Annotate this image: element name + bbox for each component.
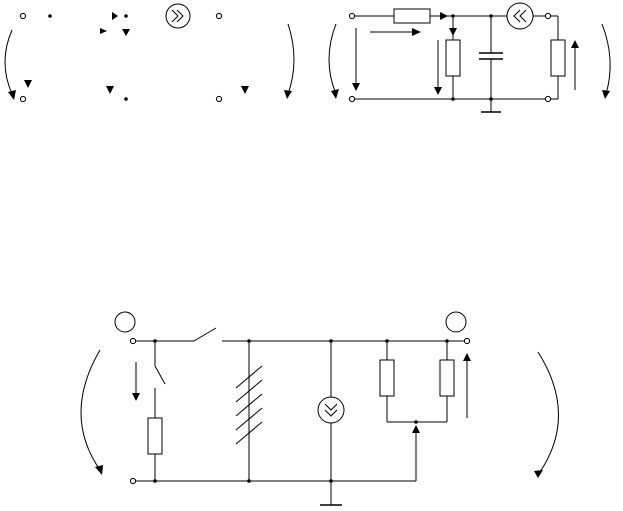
double-chevron-left-icon [513,9,527,23]
terminal-left-bottom [129,477,137,485]
arrowhead [132,393,140,401]
node-dot [247,479,251,483]
arrowhead-small [241,86,249,94]
arrowhead-small [100,28,107,34]
arrowhead [8,90,16,100]
terminal-input-bottom [348,95,356,103]
switch-branch [154,365,166,385]
terminal-bottom-left-b [215,95,223,103]
node-dot [414,420,418,424]
panel-top-left [4,3,295,103]
port-marker-left [114,311,136,333]
arrowhead [412,28,421,36]
arrowhead [602,90,610,99]
voltage-arc-left [328,23,337,95]
node-dot [451,97,455,101]
node-dot [153,479,157,483]
resistor-load [550,39,566,77]
arrowhead [352,83,360,91]
resistor-branch [147,417,163,455]
arrowhead [440,12,448,20]
terminal-right-top [463,337,471,345]
terminal-output-top [544,12,552,20]
terminal-left-top [129,337,137,345]
terminal-output-bottom [544,95,552,103]
node-dot [124,14,128,18]
arrowhead [95,465,103,475]
panel-top-right [328,2,611,113]
panel-bottom [80,311,559,506]
resistor-parallel-a [379,359,395,397]
double-chevron-right-icon [171,9,184,23]
resistor-parallel-b [439,359,455,397]
hatch-mark [235,421,263,445]
arrowhead-small [106,86,114,94]
voltage-arc-right [287,23,295,95]
voltage-arc-right [601,23,611,95]
switch-series [193,327,217,342]
voltage-arc-right [537,351,559,473]
arrowhead-small [122,29,130,36]
voltage-arc-left [4,29,13,95]
hatch-mark [235,393,263,417]
terminal-bottom-left-a [19,95,27,103]
arrowhead [412,425,420,433]
hatch-mark [235,407,263,431]
arrowhead [284,90,292,99]
arrowhead [534,470,543,478]
resistor-series [393,8,431,24]
arrowhead [463,353,471,361]
resistor-shunt [445,39,461,77]
node-dot [48,14,52,18]
voltage-arc-left [80,349,101,471]
arrowhead-small [112,12,118,20]
arrowhead [434,87,442,95]
arrowhead [449,28,457,36]
node-dot [124,97,128,101]
hatch-mark [235,365,263,389]
port-marker-right [445,311,467,333]
hatch-mark [235,379,263,403]
terminal-input-top [348,12,356,20]
double-chevron-down-icon [324,403,338,417]
terminal-top-left-b [215,12,223,20]
arrowhead-small [24,80,32,88]
terminal-top-left-a [19,12,27,20]
arrowhead [331,89,339,99]
arrowhead [571,40,579,48]
